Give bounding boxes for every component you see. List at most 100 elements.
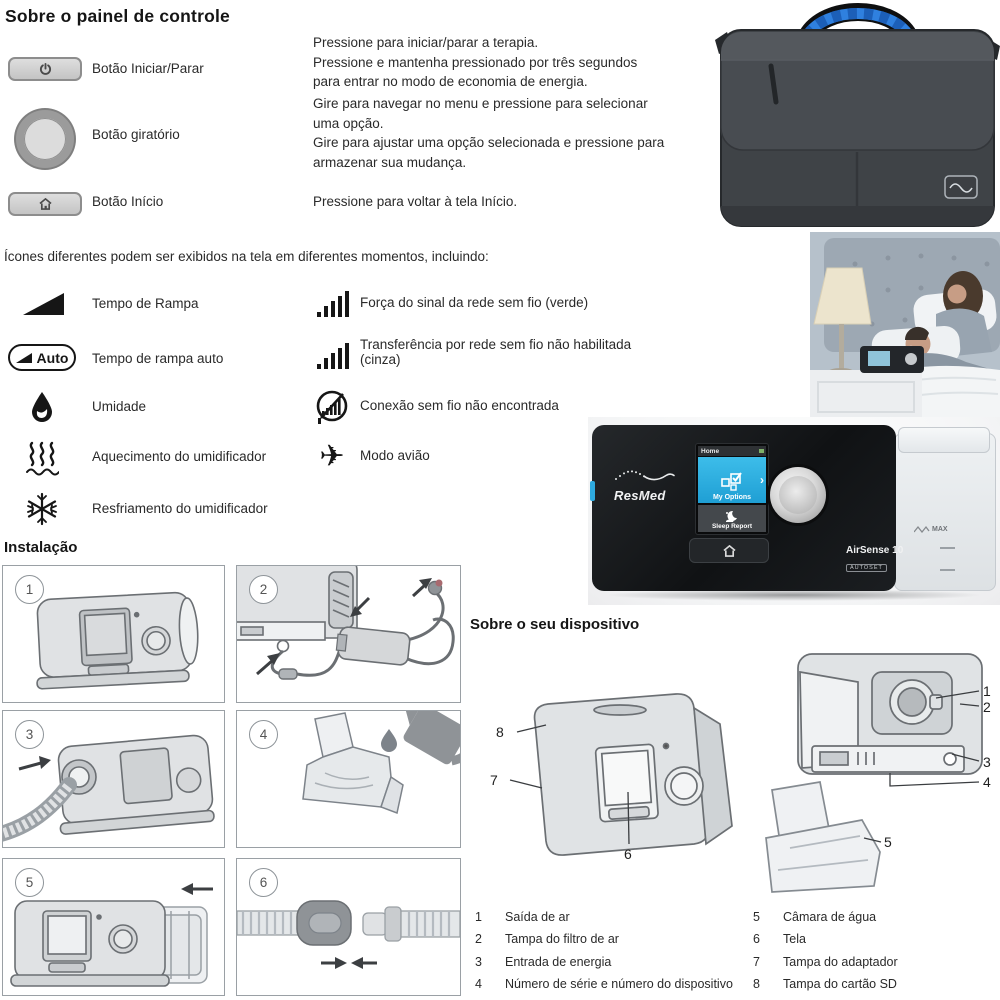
ramp-label: Tempo de Rampa: [92, 296, 199, 311]
step-4-illustration: [302, 711, 460, 815]
step-1-illustration: [36, 591, 199, 690]
start-stop-desc: Pressione para iniciar/parar a terapia. …: [313, 35, 638, 89]
water-level-tick: [940, 569, 955, 571]
installation-step-6: 6: [236, 858, 461, 996]
variant-badge: AUTOSET: [846, 564, 887, 572]
moon-icon: [726, 510, 737, 522]
installation-step-5: 5: [2, 858, 225, 996]
device-section-title: Sobre o seu dispositivo: [470, 616, 640, 633]
callout-5: 5: [884, 834, 892, 850]
control-panel-title: Sobre o painel de controle: [5, 6, 230, 26]
wireless-signal-icon: [314, 288, 352, 320]
screen-header: Home: [698, 446, 766, 456]
wireless-transfer-disabled-label: Transferência por rede sem fio não habil…: [360, 337, 632, 367]
sleep-report-tile: Sleep Report: [698, 505, 766, 532]
step-number: 3: [15, 720, 44, 749]
home-button-desc: Pressione para voltar à tela Início.: [313, 194, 518, 209]
travel-bag-illustration: [715, 3, 1000, 227]
sd-slot-blue-tab: [590, 481, 595, 501]
bedroom-illustration: [810, 232, 1000, 421]
icons-intro: Ícones diferentes podem ser exibidos na …: [4, 249, 489, 264]
callout-1: 1: [983, 683, 991, 699]
water-level-tick: [940, 547, 955, 549]
installation-step-1: 1: [2, 565, 225, 703]
home-button-label: Botão Início: [92, 194, 164, 209]
home-button: [8, 192, 82, 216]
device-dial-center: [779, 476, 817, 514]
step-number: 5: [15, 868, 44, 897]
humidifier-cooling-label: Resfriamento do umidificador: [92, 501, 268, 516]
step-3-illustration: [3, 734, 215, 842]
step-number: 6: [249, 868, 278, 897]
step-6-illustration: [237, 900, 460, 969]
travel-bag-photo: [715, 0, 1000, 231]
chevron-right-icon: ›: [760, 473, 764, 487]
wireless-transfer-disabled-icon: [314, 340, 352, 372]
device-home-key: [689, 538, 769, 563]
callout-2: 2: [983, 699, 991, 715]
installation-step-2: 2: [236, 565, 461, 703]
installation-title: Instalação: [4, 539, 78, 556]
resmed-logo: ResMed: [614, 469, 684, 503]
callout-8: 8: [496, 724, 504, 740]
screen-signal-icon: [759, 449, 764, 453]
humidifier-cooling-icon: [20, 490, 64, 528]
ramp-auto-icon: Auto: [8, 344, 76, 371]
humidity-label: Umidade: [92, 399, 147, 414]
max-water-mark: MAX: [914, 525, 948, 533]
device-shadow: [604, 589, 984, 601]
start-stop-button: [8, 57, 82, 81]
installation-step-3: 3: [2, 710, 225, 848]
start-stop-label: Botão Iniciar/Parar: [92, 61, 204, 76]
ramp-auto-label: Tempo de rampa auto: [92, 351, 224, 366]
ramp-auto-text: Auto: [36, 349, 69, 366]
my-options-tile: My Options ›: [698, 457, 766, 503]
max-zigzag-icon: [914, 525, 930, 533]
humidity-icon: [22, 390, 62, 424]
humidifier-lid: [898, 427, 990, 453]
callout-lines: [509, 690, 980, 845]
step-number: 4: [249, 720, 278, 749]
airplane-mode-label: Modo avião: [360, 448, 430, 463]
no-wireless-icon: [312, 386, 352, 426]
callout-7: 7: [490, 772, 498, 788]
installation-step-4: 4: [236, 710, 461, 848]
callout-6: 6: [624, 846, 632, 862]
home-icon: [722, 544, 736, 557]
airplane-mode-icon: ✈: [319, 439, 345, 473]
device-photo: MAX ResMed Home My Options: [588, 417, 1000, 605]
humidifier-chamber: [894, 433, 996, 591]
rotary-dial: [16, 110, 74, 168]
humidifier-heating-icon: [20, 440, 64, 478]
bedroom-photo: [810, 232, 1000, 421]
device-dial: [770, 467, 826, 523]
home-icon: [38, 198, 52, 210]
options-checkbox-icon: [721, 472, 742, 491]
ramp-icon: [8, 288, 80, 320]
callout-3: 3: [983, 754, 991, 770]
callout-4: 4: [983, 774, 991, 790]
device-screen: Home My Options › Sleep Report: [695, 443, 769, 535]
step-number: 2: [249, 575, 278, 604]
resmed-wave-icon: [615, 470, 675, 481]
model-label: AirSense 10 AUTOSET: [846, 545, 904, 572]
rotary-dial-label: Botão giratório: [92, 127, 180, 142]
rotary-dial-desc: Gire para navegar no menu e pressione pa…: [313, 96, 665, 170]
power-icon: [39, 62, 51, 75]
device-diagram: [509, 653, 983, 893]
humidifier-heating-label: Aquecimento do umidificador: [92, 449, 267, 464]
no-wireless-label: Conexão sem fio não encontrada: [360, 398, 559, 413]
step-number: 1: [15, 575, 44, 604]
wireless-signal-label: Força do sinal da rede sem fio (verde): [360, 295, 589, 310]
